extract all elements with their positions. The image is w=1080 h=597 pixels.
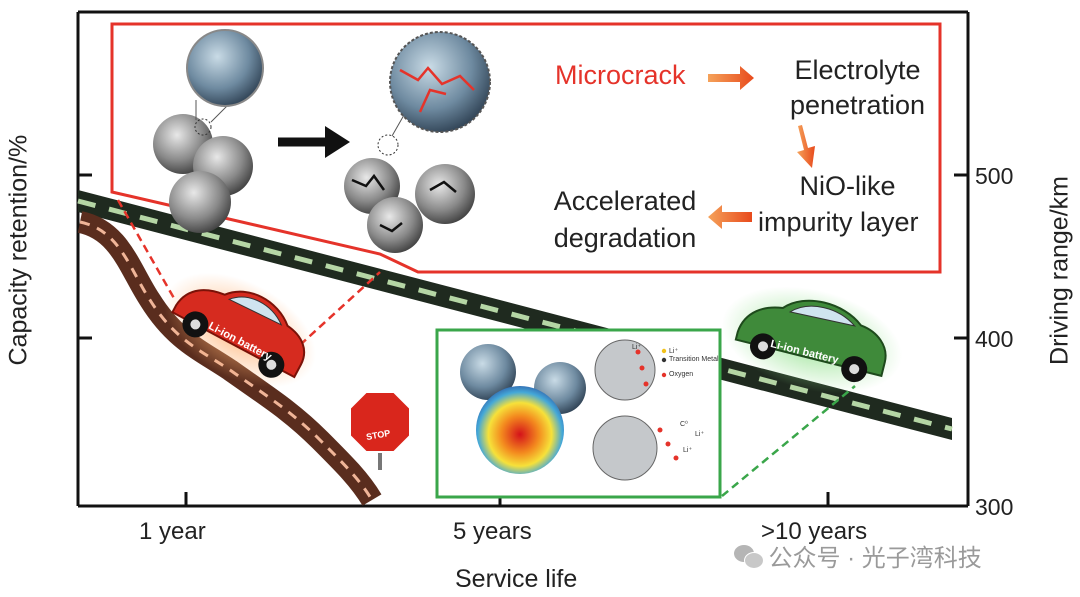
y-right-tick-label: 500: [975, 163, 1014, 189]
mechanism-arrows: [708, 66, 815, 229]
green-car: [721, 286, 903, 394]
connector-lines: [116, 199, 856, 497]
inset-legend-item: Transition Metal: [669, 356, 719, 363]
nio-label-line2: impurity layer: [758, 207, 919, 237]
watermark: 公众号 · 光子湾科技: [734, 538, 982, 573]
inset-label: C⁰: [680, 421, 688, 428]
nio-label-line1: NiO-like: [799, 171, 896, 201]
highway-road: [77, 190, 953, 440]
inset-label: Li⁺: [683, 447, 693, 454]
x-axis-title: Service life: [455, 565, 578, 593]
plot-frame: [76, 10, 970, 508]
axis-ticks: [78, 173, 968, 506]
inset-label: Li⁺: [695, 431, 705, 438]
red-car: [164, 272, 316, 388]
structure-inset: [435, 328, 722, 499]
microcrack-label: Microcrack: [555, 60, 686, 90]
x-tick-label: 1 year: [139, 518, 206, 545]
wechat-icon: [734, 543, 764, 569]
electrolyte-label-line1: Electrolyte: [794, 55, 921, 85]
accelerated-label-line2: degradation: [553, 223, 697, 253]
inset-label: Li⁺: [632, 344, 642, 351]
watermark-text: 公众号 · 光子湾科技: [768, 545, 982, 572]
y-right-tick-label: 300: [975, 494, 1014, 520]
inset-legend-item: Li⁺: [669, 348, 679, 355]
inset-legend-item: Oxygen: [669, 371, 694, 378]
stop-sign: [349, 391, 411, 470]
cracked-particles: [344, 31, 491, 253]
mechanism-panel: [110, 22, 942, 274]
black-arrow: [278, 126, 350, 158]
y-axis-left-title: Capacity retention/%: [4, 134, 33, 366]
accelerated-label-line1: Accelerated: [553, 186, 697, 216]
x-tick-label: >10 years: [761, 518, 868, 545]
y-right-tick-label: 400: [975, 326, 1014, 352]
y-axis-right-title: Driving range/km: [1045, 176, 1074, 365]
electrolyte-label-line2: penetration: [789, 90, 926, 120]
x-tick-label: 5 years: [453, 518, 532, 545]
pristine-particles: [153, 29, 264, 233]
